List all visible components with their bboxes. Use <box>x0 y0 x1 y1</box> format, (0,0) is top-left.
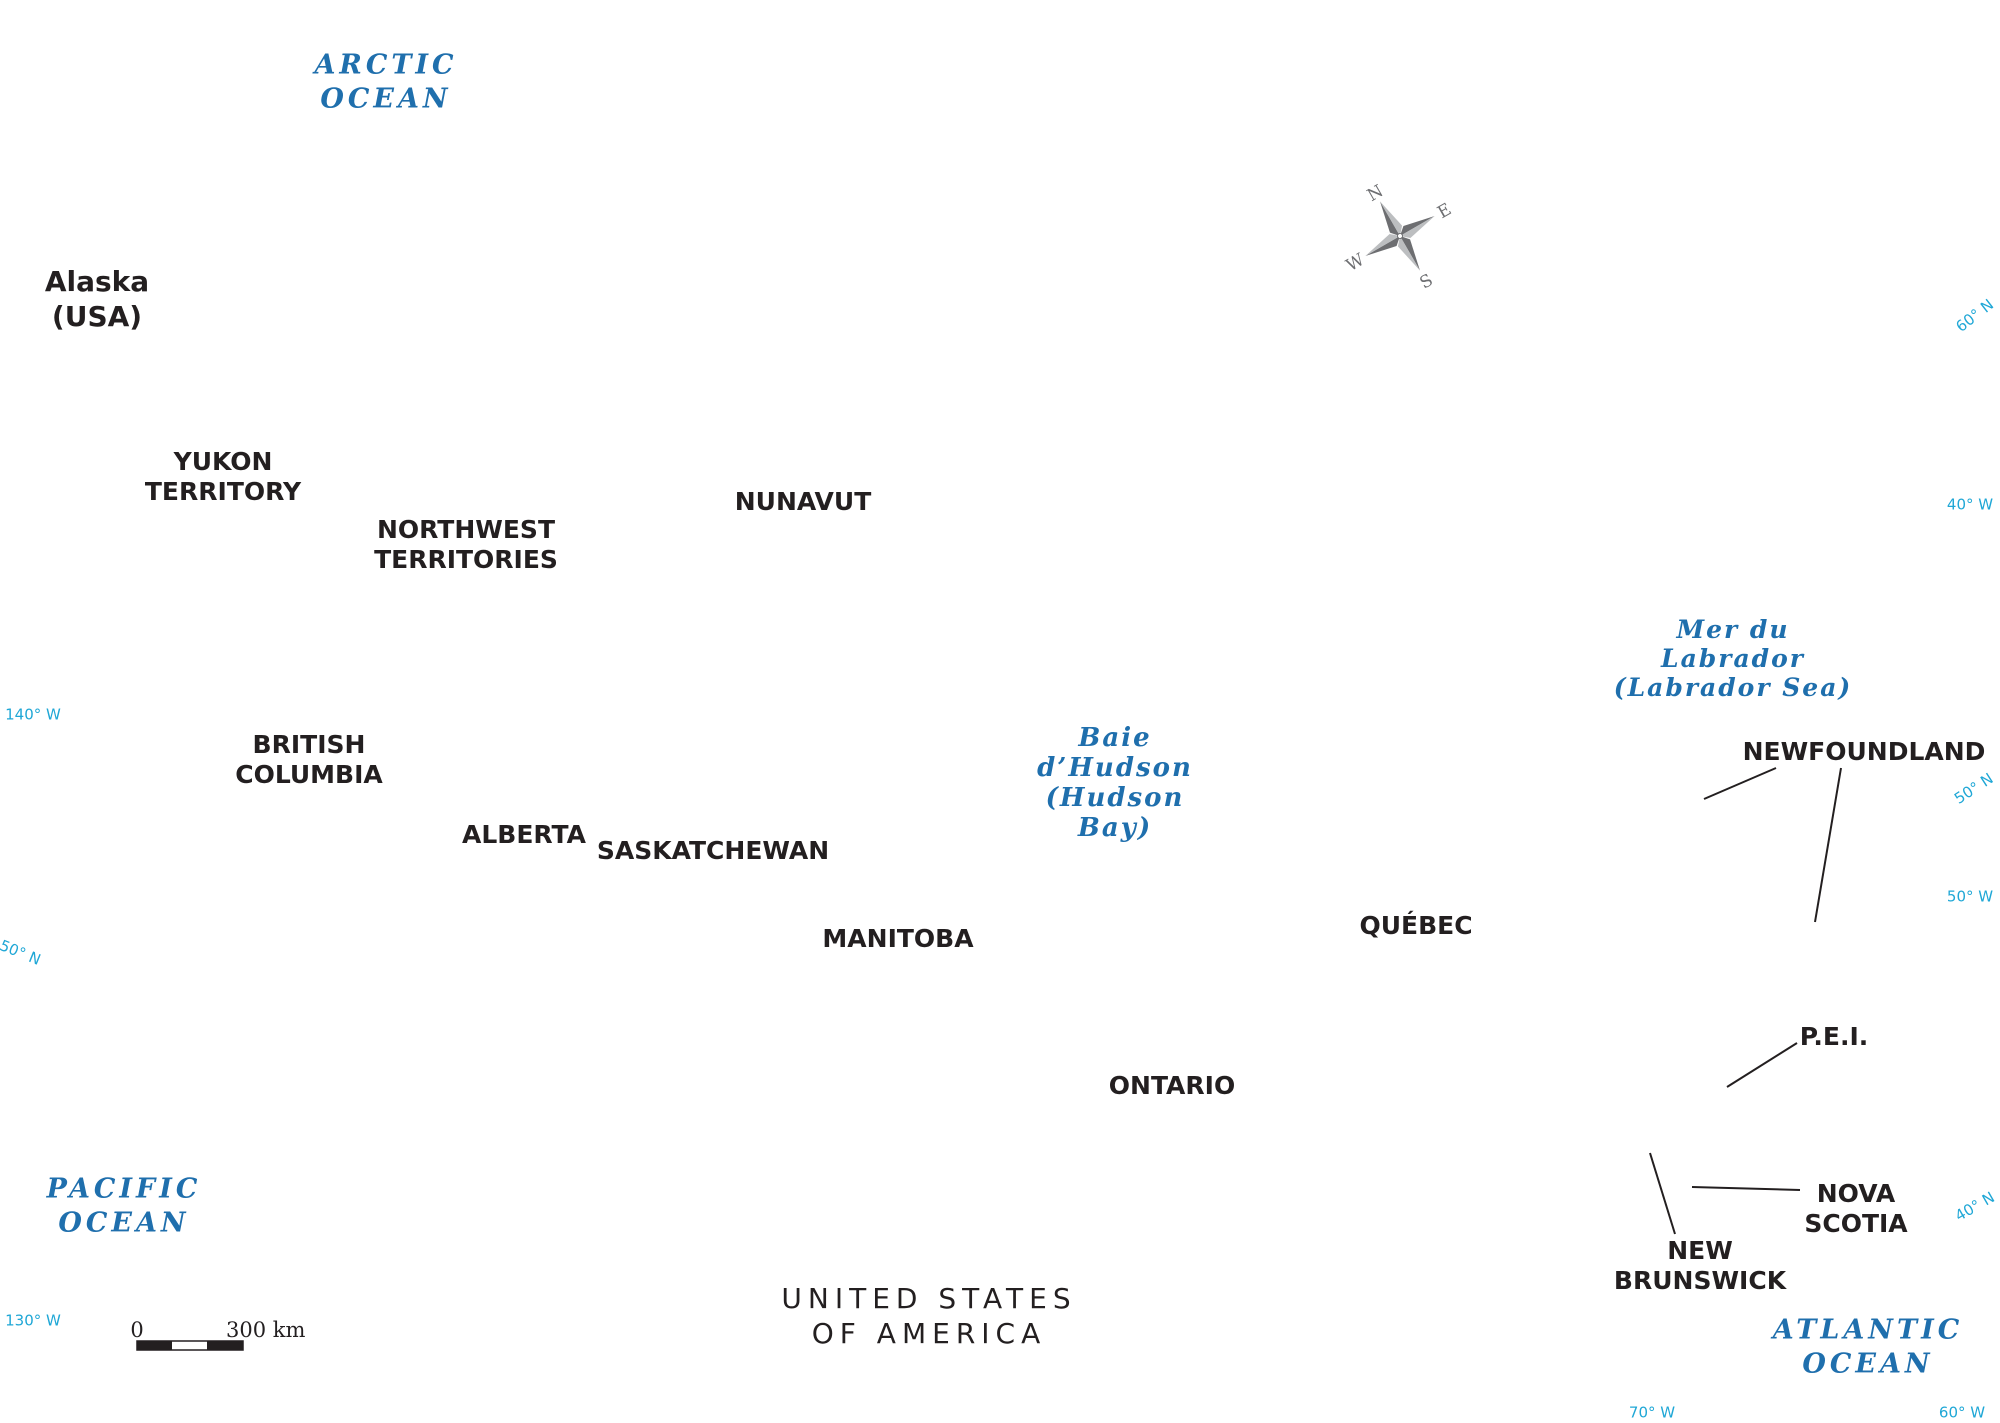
yukon-label: YUKON TERRITORY <box>144 447 302 506</box>
manitoba-label: MANITOBA <box>822 924 974 953</box>
graticule-60w-bottom: 60° W <box>1938 1403 1986 1422</box>
newfoundland-leader-1 <box>1703 767 1777 800</box>
alberta-label: ALBERTA <box>462 820 586 849</box>
graticule-70w-bottom: 70° W <box>1628 1403 1676 1422</box>
pei-leader <box>1726 1042 1798 1088</box>
compass-w: W <box>1343 250 1369 276</box>
alaska-label: Alaska (USA) <box>44 265 150 333</box>
compass-e: E <box>1434 200 1455 224</box>
compass-n: N <box>1364 181 1387 206</box>
newfoundland-leader-2 <box>1814 767 1842 923</box>
scale-start-label: 0 <box>130 1318 143 1342</box>
new-brunswick-leader <box>1649 1152 1676 1235</box>
pacific-ocean-label: PACIFIC OCEAN <box>46 1173 202 1238</box>
graticule-140w-west: 140° W <box>5 705 61 724</box>
northwest-territories-label: NORTHWEST TERRITORIES <box>374 515 558 574</box>
hudson-bay-label: Baie d’Hudson (Hudson Bay) <box>1037 723 1193 843</box>
pei-label: P.E.I. <box>1799 1022 1869 1051</box>
compass-s: S <box>1416 270 1436 293</box>
usa-label: UNITED STATES OF AMERICA <box>781 1282 1077 1350</box>
compass-rose: N E S W <box>1343 181 1455 293</box>
arctic-ocean-label: ARCTIC OCEAN <box>314 49 458 114</box>
nova-scotia-label: NOVA SCOTIA <box>1804 1179 1908 1238</box>
graticule-50w-east: 50° W <box>1946 887 1994 906</box>
ontario-label: ONTARIO <box>1108 1071 1236 1100</box>
new-brunswick-label: NEW BRUNSWICK <box>1613 1236 1787 1295</box>
scale-end-label: 300 km <box>226 1318 305 1342</box>
quebec-label: QUÉBEC <box>1359 911 1473 940</box>
saskatchewan-label: SASKATCHEWAN <box>596 836 830 865</box>
atlantic-ocean-label: ATLANTIC OCEAN <box>1772 1314 1964 1379</box>
nunavut-label: NUNAVUT <box>734 487 872 516</box>
graticule-40w-east: 40° W <box>1946 495 1994 514</box>
leader-lines <box>1649 767 1842 1235</box>
graticule-130w-west: 130° W <box>5 1311 61 1330</box>
newfoundland-label: NEWFOUNDLAND <box>1742 737 1986 766</box>
scale-bar: 0 300 km <box>130 1318 305 1351</box>
nova-scotia-leader <box>1691 1186 1801 1191</box>
labrador-sea-label: Mer du Labrador (Labrador Sea) <box>1613 614 1853 702</box>
british-columbia-label: BRITISH COLUMBIA <box>235 730 383 789</box>
